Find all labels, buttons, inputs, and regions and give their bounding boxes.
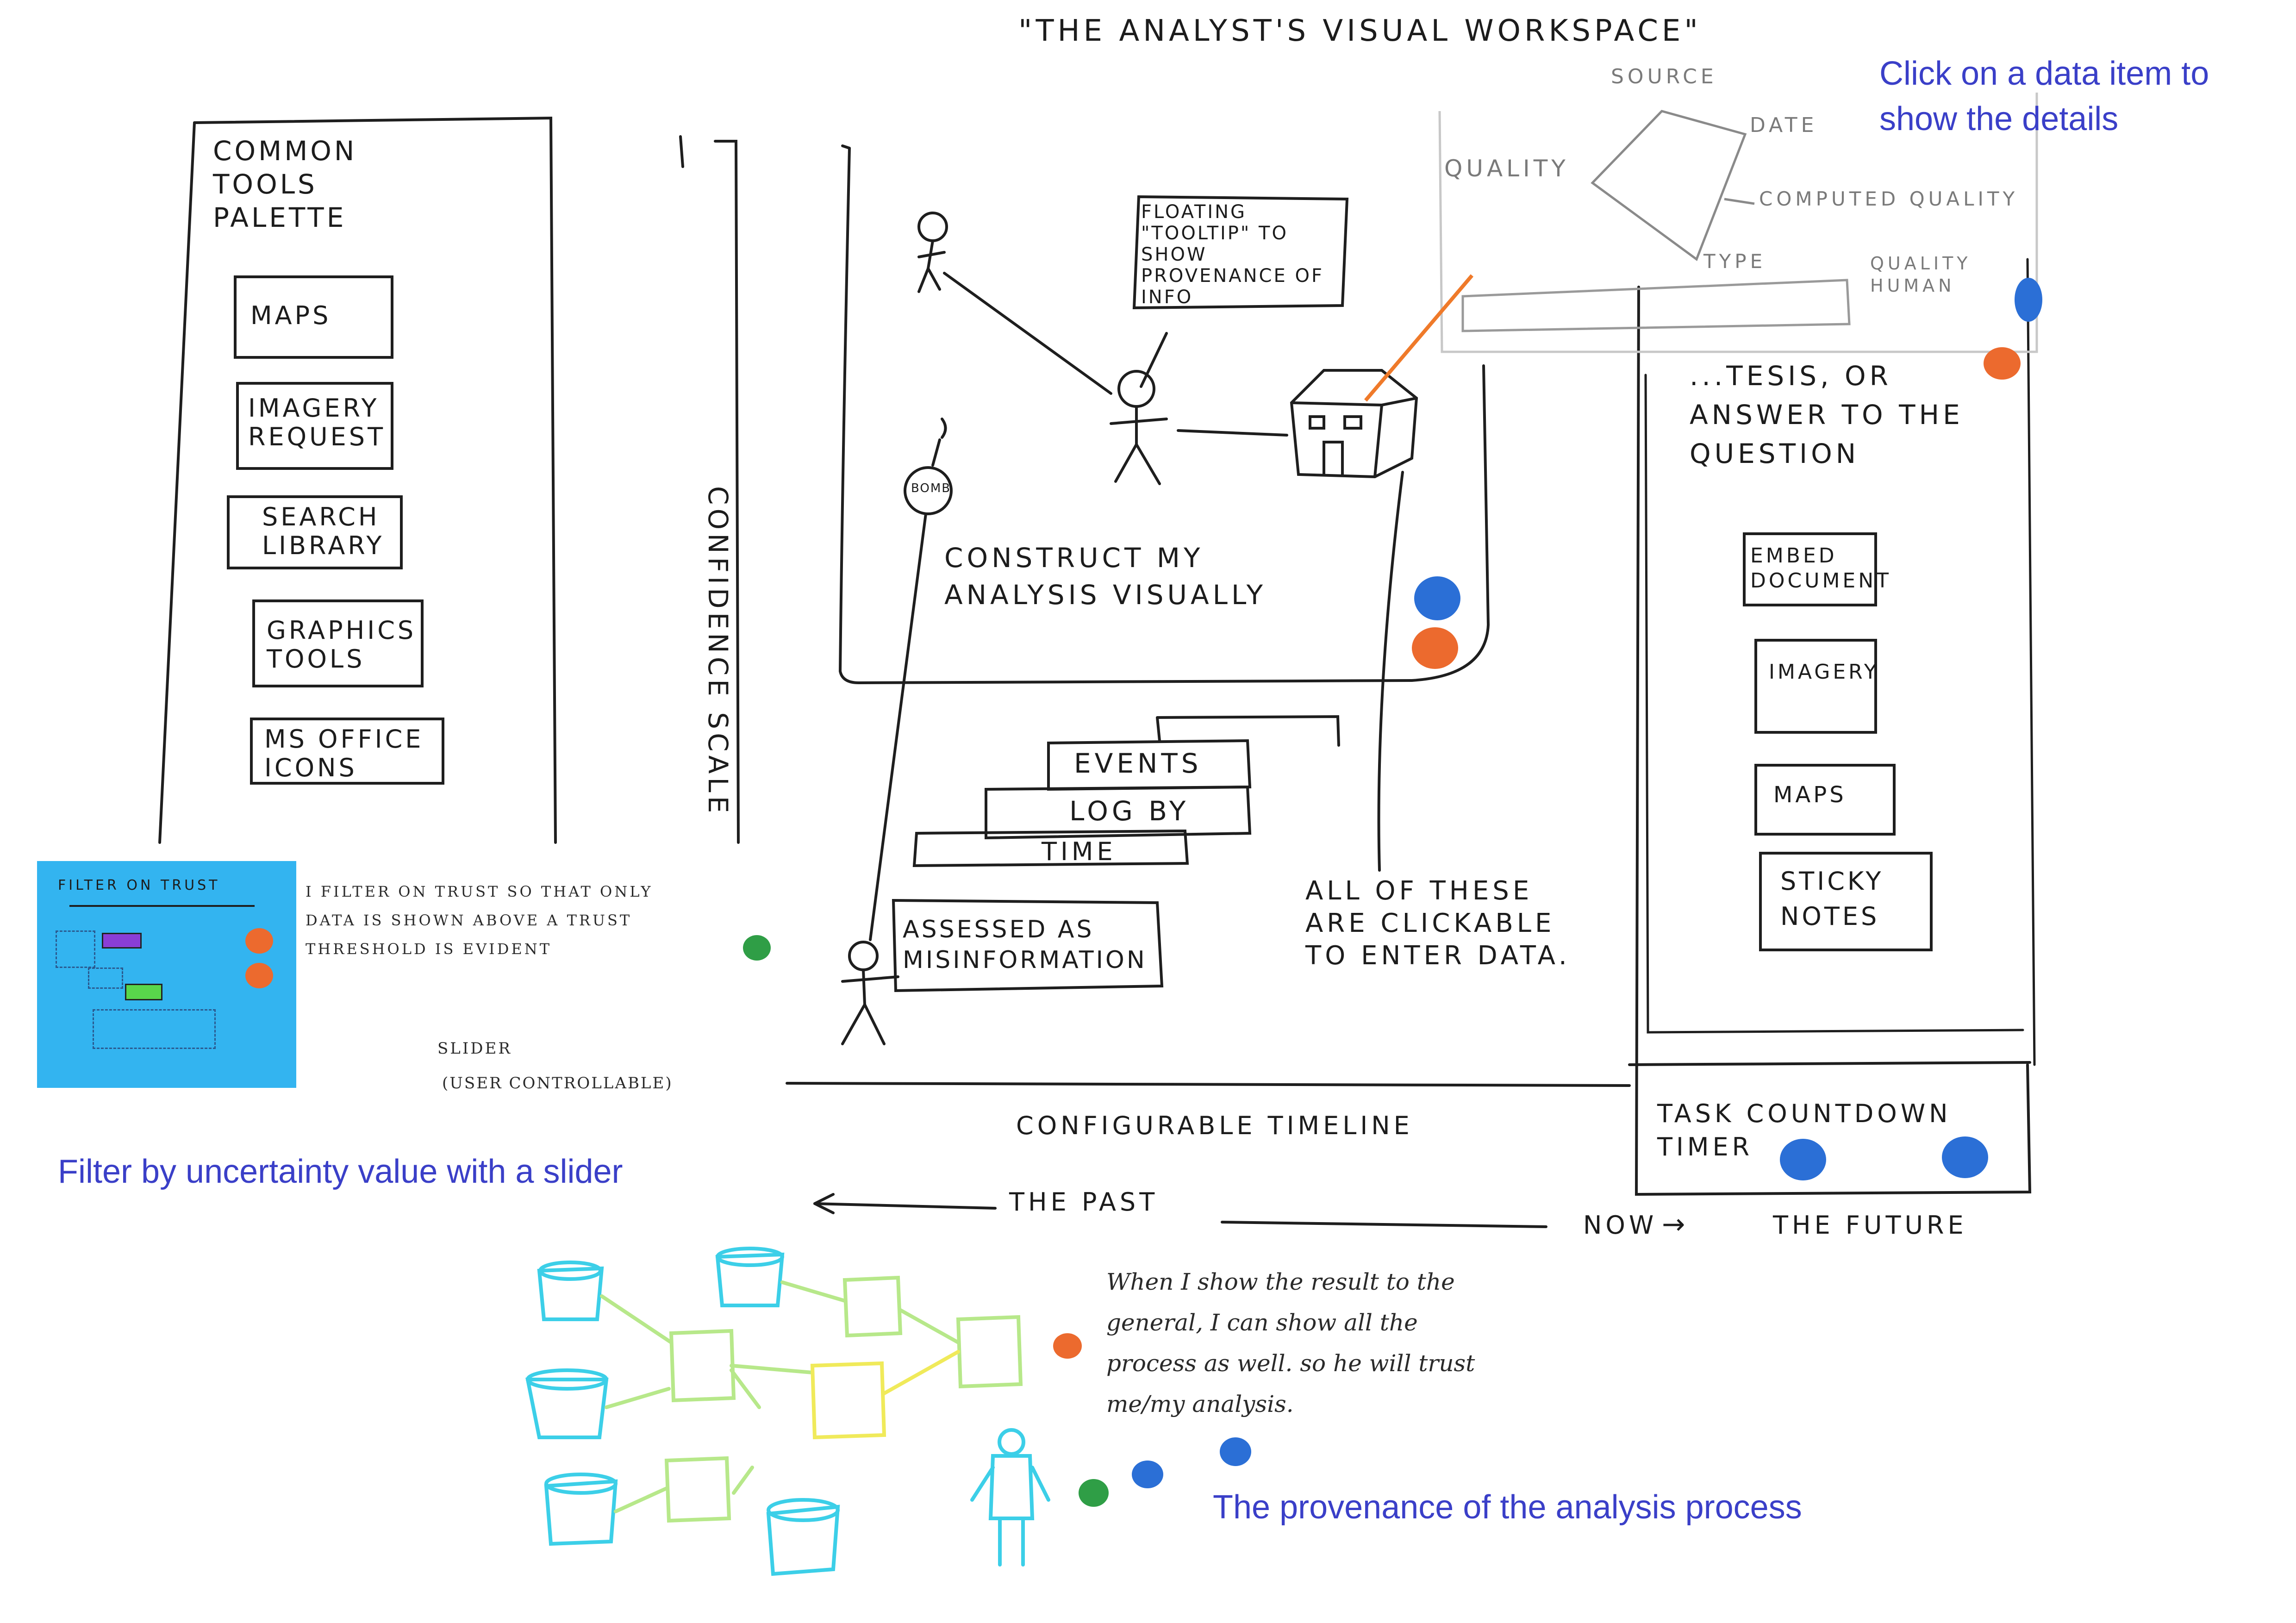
timeline-now: NOW <box>1583 1211 1658 1240</box>
tool-maps-button[interactable]: MAPS <box>234 275 393 359</box>
maps-button[interactable]: MAPS <box>1754 764 1896 836</box>
popup-quality: QUALITY <box>1444 155 1569 182</box>
blue-dot <box>1414 576 1460 620</box>
sticky-notes-label: STICKY NOTES <box>1780 867 1884 931</box>
time-label[interactable]: TIME <box>1042 837 1117 866</box>
countdown-timer-label[interactable]: TASK COUNTDOWN TIMER <box>1657 1099 1952 1161</box>
annotation-provenance: The provenance of the analysis process <box>1213 1489 1802 1526</box>
orange-dot <box>1053 1333 1082 1359</box>
tool-graphics-tools-label: GRAPHICS TOOLS <box>267 616 417 674</box>
imagery-label: IMAGERY <box>1769 660 1879 684</box>
orange-dot <box>1412 627 1458 669</box>
annotation-click-details: Click on a data item to show the details <box>1879 55 2209 137</box>
tools-palette-heading: COMMON TOOLS PALETTE <box>213 135 357 233</box>
maps-label: MAPS <box>1773 782 1847 808</box>
blue-dot <box>1220 1437 1251 1466</box>
confidence-scale-label[interactable]: CONFIDENCE SCALE <box>702 486 734 817</box>
dashed-box-3 <box>93 1009 216 1049</box>
future-arrow-icon: → <box>1662 1208 1689 1241</box>
timeline-past: THE PAST <box>1009 1187 1159 1217</box>
blue-dot <box>1942 1136 1988 1178</box>
tool-imagery-request-label: IMAGERY REQUEST <box>248 393 386 451</box>
filter-note-text: I FILTER ON TRUST SO THAT ONLY DATA IS S… <box>306 883 653 958</box>
filter-sticky-note: FILTER ON TRUST <box>37 861 296 1088</box>
timeline-future: THE FUTURE <box>1773 1211 1967 1240</box>
orange-dot <box>1984 347 2021 380</box>
details-popup <box>1438 93 2038 353</box>
tool-ms-office-icons-label: MS OFFICE ICONS <box>264 724 424 782</box>
tool-graphics-tools-button[interactable]: GRAPHICS TOOLS <box>252 599 424 687</box>
filter-sticky-title: FILTER ON TRUST <box>58 877 220 893</box>
imagery-button[interactable]: IMAGERY <box>1754 639 1877 734</box>
orange-dot <box>245 928 273 954</box>
user-controllable-label: (USER CONTROLLABLE) <box>442 1074 673 1092</box>
log-by-label[interactable]: LOG BY <box>1069 795 1190 827</box>
timeline-label[interactable]: CONFIGURABLE TIMELINE <box>1016 1111 1413 1140</box>
popup-human-quality: QUALITY HUMAN <box>1870 253 1972 296</box>
blue-dot <box>1780 1139 1826 1180</box>
analysis-heading: CONSTRUCT MY ANALYSIS VISUALLY <box>944 542 1267 611</box>
purple-marker <box>102 933 142 949</box>
blue-dot <box>2015 278 2042 322</box>
dashed-box-1 <box>56 930 95 968</box>
embed-document-label: EMBED DOCUMENT <box>1750 544 1891 593</box>
right-panel-heading: ...TESIS, OR ANSWER TO THE QUESTION <box>1690 360 1964 469</box>
green-dot <box>1079 1479 1109 1507</box>
tool-maps-label: MAPS <box>250 301 331 330</box>
popup-computed-quality: COMPUTED QUALITY <box>1759 187 2019 210</box>
green-dot <box>743 935 771 961</box>
sticky-notes-button[interactable]: STICKY NOTES <box>1759 852 1933 951</box>
tool-search-library-label: SEARCH LIBRARY <box>262 502 385 560</box>
page-title: "THE ANALYST'S VISUAL WORKSPACE" <box>1018 14 1702 48</box>
bomb-label: BOMB <box>911 481 951 495</box>
green-marker <box>125 984 162 1000</box>
annotation-filter-slider: Filter by uncertainty value with a slide… <box>58 1153 623 1190</box>
slider-label[interactable]: SLIDER <box>437 1039 512 1058</box>
tool-ms-office-icons-button[interactable]: MS OFFICE ICONS <box>250 718 444 785</box>
events-label[interactable]: EVENTS <box>1074 748 1202 779</box>
misinformation-label[interactable]: ASSESSED AS MISINFORMATION <box>903 916 1147 974</box>
popup-source: SOURCE <box>1611 65 1717 88</box>
clickable-note: ALL OF THESE ARE CLICKABLE TO ENTER DATA… <box>1305 876 1571 971</box>
orange-dot <box>245 963 273 988</box>
blue-dot <box>1132 1461 1163 1488</box>
embed-document-button[interactable]: EMBED DOCUMENT <box>1743 532 1889 606</box>
filter-sticky-rule <box>69 905 255 907</box>
tool-search-library-button[interactable]: SEARCH LIBRARY <box>227 495 403 569</box>
popup-type: TYPE <box>1703 250 1766 273</box>
tooltip-label: FLOATING "TOOLTIP" TO SHOW PROVENANCE OF… <box>1141 201 1324 308</box>
tool-imagery-request-button[interactable]: IMAGERY REQUEST <box>236 382 393 470</box>
general-note: When I show the result to the general, I… <box>1106 1268 1475 1417</box>
dashed-box-2 <box>88 968 123 989</box>
popup-date: DATE <box>1750 113 1818 137</box>
